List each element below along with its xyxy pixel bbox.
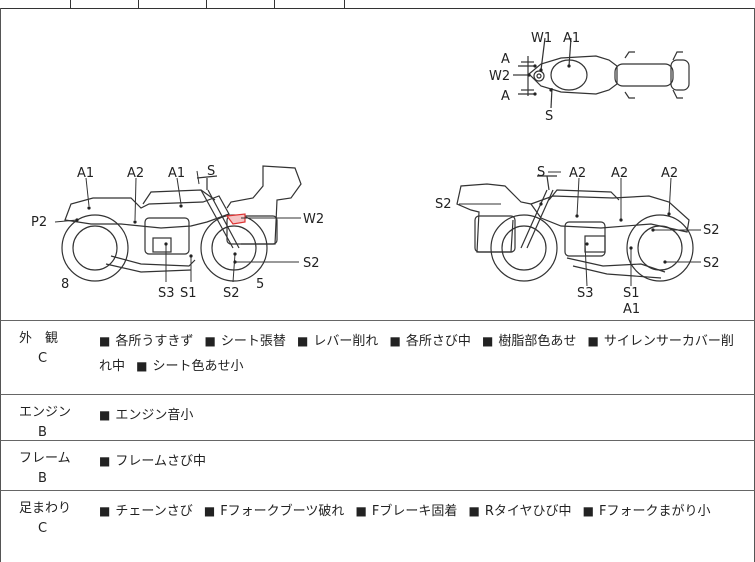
top-view-motorcycle <box>513 37 690 109</box>
bullet-square-icon: ■ <box>204 334 216 348</box>
item-text: Fフォークまがり小 <box>599 504 711 519</box>
label-5: 5 <box>256 277 264 292</box>
label-a1: A1 <box>168 166 185 181</box>
grade: C <box>38 351 48 366</box>
label-a1: A1 <box>623 302 640 317</box>
bullet-square-icon: ■ <box>355 504 367 518</box>
section-frame: フレーム B ■ フレームさび中 <box>0 440 755 491</box>
label-s: S <box>537 165 545 180</box>
right-side-motorcycle <box>456 175 694 282</box>
label-p2: P2 <box>31 215 47 230</box>
label-w1: W1 <box>531 31 552 46</box>
label-s2: S2 <box>703 256 720 271</box>
left-side-motorcycle <box>61 165 302 282</box>
category-cell: 足まわり C <box>19 499 89 539</box>
label-s: S <box>545 109 553 124</box>
section-suspension: 足まわり C ■ チェーンさび ■ Fフォークブーツ破れ ■ Fブレーキ固着 ■ Rタイ… <box>0 490 755 562</box>
bullet-square-icon: ■ <box>389 334 401 348</box>
leader-dots <box>75 64 671 264</box>
grade: B <box>38 425 47 440</box>
bullet-square-icon: ■ <box>136 359 148 373</box>
label-a1: A1 <box>563 31 580 46</box>
damage-diagram-area: W1 A1 A W2 A S A1 A2 A1 S P2 W2 S2 S3 S1… <box>0 8 755 320</box>
leader-lines <box>54 170 701 287</box>
label-a2: A2 <box>661 166 678 181</box>
item-text: シート張替 <box>220 334 286 349</box>
item-text: シート色あせ小 <box>152 359 244 374</box>
label-a1: A1 <box>77 166 94 181</box>
item-text: レバー削れ <box>313 334 379 349</box>
bullet-square-icon: ■ <box>99 504 111 518</box>
label-a2: A2 <box>611 166 628 181</box>
item-text: 樹脂部色あせ <box>498 334 577 349</box>
label-s2: S2 <box>303 256 320 271</box>
label-s1: S1 <box>180 286 197 301</box>
items-cell: ■ チェーンさび ■ Fフォークブーツ破れ ■ Fブレーキ固着 ■ Rタイヤひび中 ■ F… <box>99 499 744 524</box>
bullet-square-icon: ■ <box>297 334 309 348</box>
item-text: チェーンさび <box>115 504 193 519</box>
item-text: フレームさび中 <box>115 454 206 469</box>
label-w2: W2 <box>303 212 324 227</box>
section-exterior: 外 観 C ■ 各所うすきず ■ シート張替 ■ レバー削れ ■ 各所さび中 ■ 樹脂部色… <box>0 320 755 395</box>
item-text: サイレンサーカバー削れ中 <box>99 334 734 374</box>
label-a2: A2 <box>127 166 144 181</box>
label-s3: S3 <box>577 286 594 301</box>
category-cell: エンジン B <box>19 403 89 443</box>
bullet-square-icon: ■ <box>99 334 111 348</box>
item-text: 各所うすきず <box>115 334 194 349</box>
grade: C <box>38 521 48 536</box>
section-engine: エンジン B ■ エンジン音小 <box>0 394 755 441</box>
bullet-square-icon: ■ <box>582 504 594 518</box>
label-s2: S2 <box>435 197 452 212</box>
item-text: Fフォークブーツ破れ <box>220 504 345 519</box>
bullet-square-icon: ■ <box>99 454 111 468</box>
label-a: A <box>501 89 510 104</box>
label-a: A <box>501 52 510 67</box>
category-name: 外 観 <box>19 331 59 346</box>
label-s: S <box>207 164 215 179</box>
bullet-square-icon: ■ <box>203 504 216 518</box>
label-a2: A2 <box>569 166 586 181</box>
items-cell: ■ 各所うすきず ■ シート張替 ■ レバー削れ ■ 各所さび中 ■ 樹脂部色あせ ■サイ… <box>99 329 744 379</box>
label-s3: S3 <box>158 286 175 301</box>
label-s2: S2 <box>703 223 720 238</box>
bullet-square-icon: ■ <box>587 334 599 348</box>
table-header-strip <box>0 0 755 9</box>
category-name: フレーム <box>19 451 71 466</box>
item-text: エンジン音小 <box>115 408 194 423</box>
bullet-square-icon: ■ <box>482 334 494 348</box>
label-8: 8 <box>61 277 69 292</box>
label-s1: S1 <box>623 286 640 301</box>
category-cell: フレーム B <box>19 449 89 489</box>
label-s2: S2 <box>223 286 240 301</box>
items-cell: ■ エンジン音小 <box>99 403 744 428</box>
category-name: エンジン <box>19 405 72 420</box>
item-text: Fブレーキ固着 <box>371 504 458 519</box>
motorcycle-diagram: W1 A1 A W2 A S A1 A2 A1 S P2 W2 S2 S3 S1… <box>31 31 720 317</box>
item-text: Rタイヤひび中 <box>484 504 572 519</box>
items-cell: ■ フレームさび中 <box>99 449 744 474</box>
category-name: 足まわり <box>19 501 72 516</box>
bullet-square-icon: ■ <box>99 408 111 422</box>
bullet-square-icon: ■ <box>468 504 480 518</box>
category-cell: 外 観 C <box>19 329 89 369</box>
label-w2: W2 <box>489 69 510 84</box>
grade: B <box>38 471 47 486</box>
item-text: 各所さび中 <box>405 334 471 349</box>
